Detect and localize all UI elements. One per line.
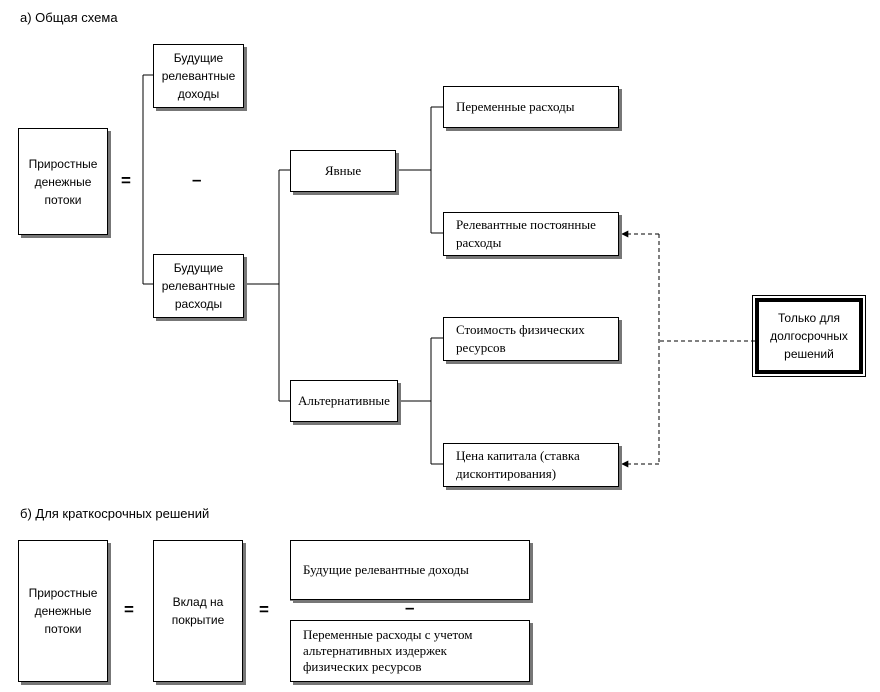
dashed-connector: [658, 234, 755, 464]
variable-costs-box: Переменные расходы: [443, 86, 619, 128]
incremental-flows-box-b: Приростные денежные потоки: [18, 540, 108, 682]
section-b-title: б) Для краткосрочных решений: [20, 506, 210, 521]
equals-sign-b2: =: [259, 600, 269, 619]
physical-resources-box: Стоимость физических ресурсов: [443, 317, 619, 361]
incremental-flows-box: Приростные денежные потоки: [18, 128, 108, 235]
bracket-revenue-costs: [142, 74, 153, 285]
bracket-variable-fixed: [430, 106, 443, 234]
equals-sign-b1: =: [124, 600, 134, 619]
future-revenue-box: Будущие релевантные доходы: [153, 44, 244, 108]
explicit-box: Явные: [290, 150, 396, 192]
alternative-box: Альтернативные: [290, 380, 398, 422]
contribution-box: Вклад на покрытие: [153, 540, 243, 682]
minus-sign-b: –: [405, 598, 415, 617]
equals-sign: =: [121, 171, 131, 190]
minus-sign: –: [192, 170, 202, 189]
capital-price-box: Цена капитала (ставка дисконтирования): [443, 443, 619, 487]
future-revenue-box-b: Будущие релевантные доходы: [290, 540, 530, 600]
bracket-explicit-alternative: [278, 169, 290, 402]
section-a-title: а) Общая схема: [20, 10, 118, 25]
long-term-only-box: Только для долгосрочных решений: [752, 295, 866, 377]
bracket-physical-capital: [430, 337, 443, 465]
relevant-fixed-costs-box: Релевантные постоянные расходы: [443, 212, 619, 256]
future-costs-box: Будущие релевантные расходы: [153, 254, 244, 318]
variable-costs-alt-box: Переменные расходы с учетом альтернативн…: [290, 620, 530, 682]
